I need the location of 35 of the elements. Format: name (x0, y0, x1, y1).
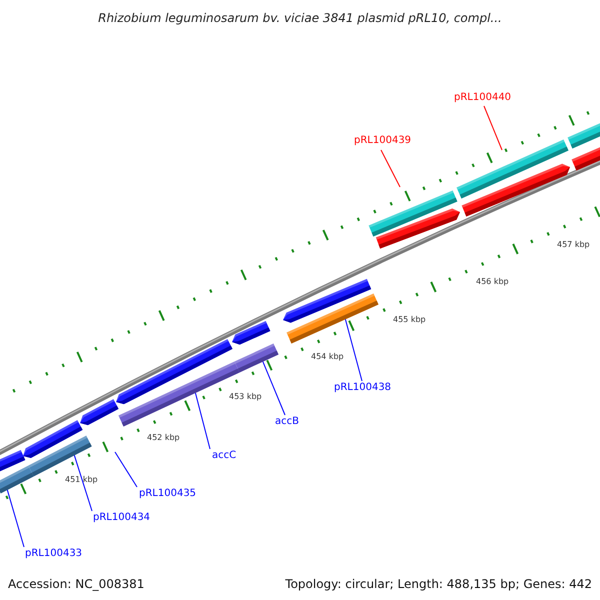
leader-line (114, 452, 138, 488)
title: Rhizobium leguminosarum bv. viciae 3841 plasmid pRL10, compl... (97, 10, 503, 27)
gene-label: pRL100433 (25, 548, 82, 560)
scale-label: 454 kbp (311, 352, 344, 362)
leader-line (74, 454, 92, 512)
gene-feature (0, 450, 26, 472)
gene-feature (462, 164, 570, 217)
scale-label: 456 kbp (476, 277, 509, 287)
gene-label: pRL100439 (354, 135, 412, 147)
gene-label: accC (212, 450, 236, 462)
scale-label: 455 kbp (393, 315, 426, 325)
gene-feature (376, 208, 460, 249)
footer-text: Accession: NC_008381 (8, 576, 144, 593)
scale-label: 457 kbp (557, 240, 590, 250)
gene-label: pRL100440 (454, 92, 512, 104)
gene-label: pRL100434 (93, 512, 150, 524)
gene-feature (232, 320, 270, 345)
scale-label: 453 kbp (229, 392, 262, 402)
gene-feature (234, 344, 279, 372)
gene-label: pRL100438 (334, 382, 392, 394)
leader-line (380, 150, 400, 188)
leader-line (484, 106, 502, 150)
leader-line (6, 489, 24, 548)
gene-label: pRL100435 (139, 488, 196, 500)
gene-label: accB (275, 416, 299, 428)
gene-feature (568, 122, 600, 148)
gene-feature (23, 420, 83, 458)
gene-feature (572, 146, 600, 170)
leader-line (262, 361, 286, 416)
gene-feature (286, 294, 378, 344)
gene-feature (80, 399, 119, 426)
footer-text: Topology: circular; Length: 488,135 bp; Genes: 442 (285, 576, 592, 593)
scale-label: 451 kbp (65, 475, 98, 485)
leader-line (194, 392, 210, 450)
leader-line (344, 318, 362, 382)
